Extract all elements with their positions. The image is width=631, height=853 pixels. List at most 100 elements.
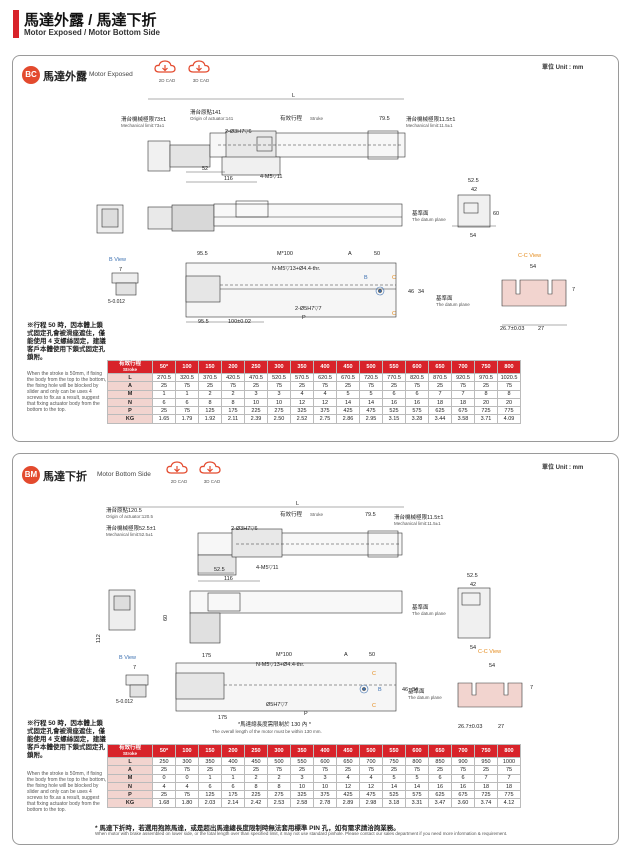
table-cell: 25	[198, 381, 222, 391]
table-cell: 14	[336, 397, 360, 408]
table-cell: 1.79	[175, 414, 199, 424]
table-cell: 20	[474, 397, 498, 408]
note-stroke-50-bm: ※行程 50 時，因本體上鎖式固定孔會被滑座遮住，僅能使用 4 支螺絲固定，建議…	[27, 720, 106, 759]
table-cell: 25	[474, 381, 498, 391]
cad-2d-link-bm[interactable]: 2D CAD	[166, 461, 192, 484]
cad-3d-link-bm[interactable]: 3D CAD	[199, 461, 225, 484]
table-cell: 275	[267, 406, 291, 416]
row-label: N	[107, 397, 153, 408]
panel-motor-bottom-side	[12, 453, 619, 845]
table-cell: 520.5	[267, 372, 291, 383]
dim-60: 60	[493, 211, 499, 217]
stroke-header: 150	[198, 744, 222, 758]
table-cell: 75	[497, 381, 521, 391]
table-cell: 3.58	[451, 414, 475, 424]
table-cell: 25	[336, 765, 360, 775]
table-cell: 320.5	[175, 372, 199, 383]
datum-label-en: The datum plane	[412, 611, 446, 616]
table-cell: 4	[336, 773, 360, 783]
dim-79-5: 79.5	[365, 512, 376, 518]
table-cell: 3.60	[451, 798, 475, 808]
b-view-label: B View	[109, 257, 126, 263]
dim-42: 42	[470, 582, 476, 588]
row-label: N	[107, 781, 153, 792]
dim-origin-en: Origin of actuator:120.5	[106, 514, 154, 519]
dim-112: 112	[96, 634, 102, 643]
table-cell: 2	[221, 389, 245, 399]
table-cell: 775	[497, 790, 521, 800]
table-cell: 2.89	[336, 798, 360, 808]
table-cell: 8	[474, 389, 498, 399]
table-cell: 6	[428, 773, 452, 783]
table-cell: 970.5	[474, 372, 498, 383]
section-badge-bm: BM	[22, 466, 40, 484]
row-label: L	[107, 372, 153, 383]
table-cell: 2.95	[359, 414, 383, 424]
table-cell: 225	[244, 406, 268, 416]
cad-2d-label: 2D CAD	[170, 479, 188, 484]
cad-2d-label: 2D CAD	[158, 78, 176, 83]
cad-3d-link-bc[interactable]: 3D CAD	[188, 60, 214, 83]
table-cell: 620.5	[313, 372, 337, 383]
table-cell: 6	[152, 397, 176, 408]
dim-79-5: 79.5	[379, 116, 390, 122]
table-cell: 16	[405, 397, 429, 408]
table-cell: 4	[152, 781, 176, 792]
cc-dim-7: 7	[572, 287, 575, 293]
cc-dim-54: 54	[530, 264, 536, 270]
stroke-header: 750	[474, 744, 498, 758]
overall-length-note: *馬達總長度需限制於 130 內 *	[238, 720, 312, 728]
stroke-header: 700	[451, 744, 475, 758]
table-cell: 8	[198, 397, 222, 408]
table-cell: 850	[428, 756, 452, 767]
table-cell: 14	[405, 781, 429, 792]
table-cell: 525	[382, 406, 406, 416]
datum2-label: 基準面	[436, 294, 453, 302]
dim-stroke-en: Stroke	[310, 116, 324, 121]
table-cell: 1	[198, 773, 222, 783]
table-cell: 6	[451, 773, 475, 783]
table-cell: 2	[244, 773, 268, 783]
stroke-header: 150	[198, 360, 222, 374]
table-cell: 14	[382, 781, 406, 792]
table-cell: 600	[313, 756, 337, 767]
table-cell: 1.92	[198, 414, 222, 424]
table-cell: 75	[313, 765, 337, 775]
table-cell: 75	[175, 765, 199, 775]
table-cell: 870.5	[428, 372, 452, 383]
table-cell: 625	[428, 790, 452, 800]
table-cell: 325	[290, 790, 314, 800]
table-cell: 75	[313, 381, 337, 391]
table-cell: 920.5	[451, 372, 475, 383]
dim-slider-limit: 滑台機械極限73±1	[121, 115, 166, 123]
table-cell: 175	[221, 406, 245, 416]
table-cell: 16	[451, 781, 475, 792]
dim-50: 50	[369, 652, 375, 658]
table-cell: 25	[198, 765, 222, 775]
table-cell: 75	[267, 765, 291, 775]
table-cell: 400	[221, 756, 245, 767]
row-label: KG	[107, 798, 153, 808]
cad-2d-link-bc[interactable]: 2D CAD	[154, 60, 180, 83]
table-cell: 2.58	[290, 798, 314, 808]
stroke-header-label: 有效行程	[118, 361, 141, 367]
cloud-download-icon	[199, 461, 221, 474]
table-cell: 75	[405, 765, 429, 775]
table-cell: 12	[313, 397, 337, 408]
datum-label-en: The datum plane	[412, 217, 446, 222]
table-cell: 25	[428, 765, 452, 775]
table-cell: 1	[221, 773, 245, 783]
stroke-header: 550	[382, 360, 406, 374]
table-cell: 75	[175, 406, 199, 416]
unit-label-bm: 單位 Unit : mm	[542, 465, 584, 471]
table-cell: 2	[267, 773, 291, 783]
stroke-header: 50*	[152, 360, 176, 374]
table-cell: 10	[313, 781, 337, 792]
table-cell: 6	[175, 397, 199, 408]
